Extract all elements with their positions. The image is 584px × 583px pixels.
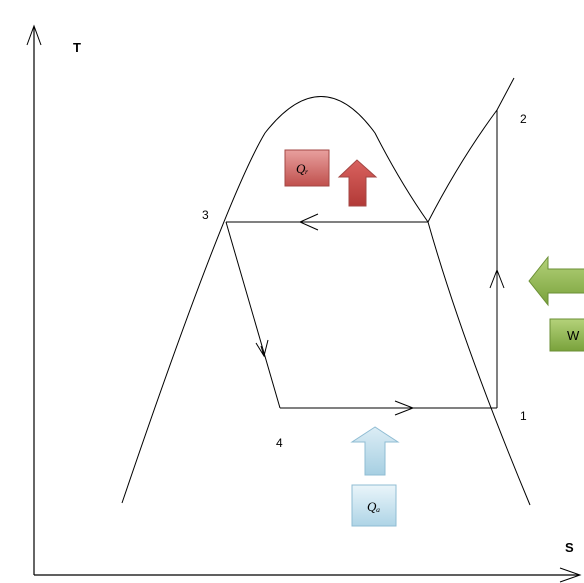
point-label-4: 4: [276, 436, 283, 450]
work-arrow-icon: [528, 255, 584, 307]
heat-added-label: Qₐ: [367, 499, 380, 514]
direction-arrow-up-icon: [489, 268, 505, 289]
point-label-3: 3: [202, 208, 209, 222]
direction-arrow-left-icon: [298, 213, 319, 231]
direction-arrow-down-icon: [255, 339, 269, 358]
t-axis-label: T: [73, 40, 81, 55]
heat-added-box: [351, 484, 397, 527]
heat-added-arrow-icon: [350, 426, 400, 476]
saturation-dome: [121, 96, 531, 506]
direction-arrow-right-icon: [394, 400, 415, 416]
point-label-1: 1: [520, 409, 527, 423]
heat-rejected-arrow-icon: [337, 159, 378, 207]
cycle-expansion-line: [225, 221, 281, 409]
t-axis-arrow-icon: [26, 24, 42, 46]
s-axis-label: S: [565, 540, 574, 555]
heat-rejected-box: [284, 149, 330, 187]
work-label: W: [567, 328, 580, 343]
heat-rejected-label: Qᵣ: [296, 161, 309, 176]
cycle-compression-line: [496, 77, 515, 408]
work-box: [549, 318, 584, 352]
s-axis-arrow-icon: [559, 567, 582, 583]
point-label-2: 2: [520, 112, 527, 126]
cycle-superheat-line: [427, 109, 498, 223]
